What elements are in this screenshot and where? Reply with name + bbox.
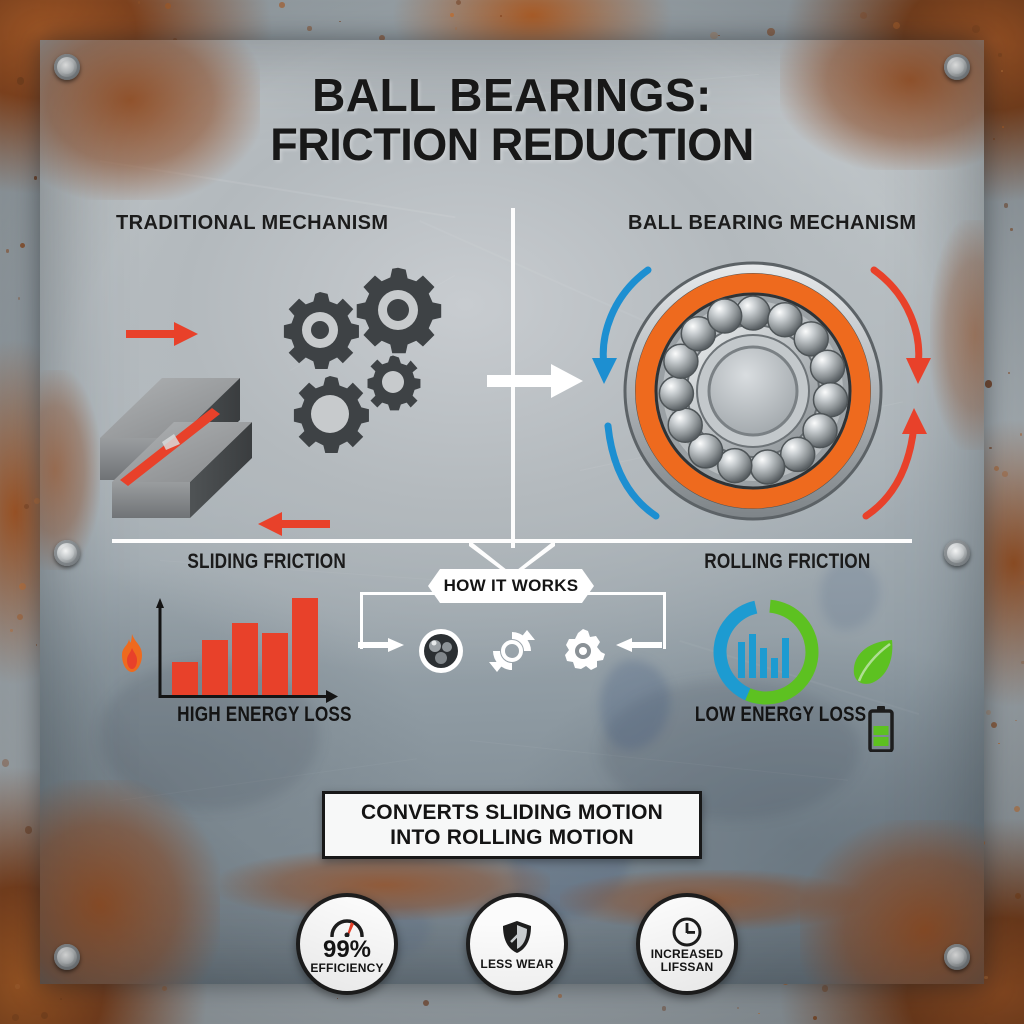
- badge-efficiency-label: EFFICIENCY: [310, 961, 384, 975]
- flame-icon: [122, 634, 142, 672]
- section-heading-ball-bearing: BALL BEARING MECHANISM: [628, 212, 917, 234]
- frame-screw-bottom-right: [944, 944, 970, 970]
- callout-line2: INTO ROLLING MOTION: [390, 826, 634, 849]
- label-low-energy-loss: LOW ENERGY LOSS: [694, 703, 867, 726]
- arrow-right-red-top: [126, 322, 198, 346]
- how-it-works-banner: HOW IT WORKS: [428, 569, 594, 603]
- gears-illustration: [283, 267, 442, 453]
- label-rolling-friction: ROLLING FRICTION: [704, 550, 871, 573]
- frame-screw-top-right: [944, 54, 970, 80]
- rotation-arrow-red: [862, 266, 931, 520]
- callout-box: CONVERTS SLIDING MOTION INTO ROLLING MOT…: [322, 791, 702, 859]
- label-sliding-friction: SLIDING FRICTION: [187, 550, 346, 573]
- section-heading-traditional: TRADITIONAL MECHANISM: [116, 212, 389, 234]
- how-it-works-label: HOW IT WORKS: [443, 576, 579, 595]
- rotation-icon: [489, 630, 535, 672]
- gear-icon: [565, 629, 605, 670]
- low-energy-loss-donut-chart: [713, 599, 819, 705]
- high-energy-loss-bar-chart: [156, 598, 338, 703]
- center-transition-arrow: [487, 364, 583, 398]
- rotation-arrow-blue: [592, 266, 660, 520]
- label-high-energy-loss: HIGH ENERGY LOSS: [177, 703, 352, 726]
- how-it-works-arrow-left: [358, 638, 404, 652]
- horizontal-divider: [112, 539, 912, 543]
- badge-lifespan-label-line1: INCREASED: [650, 946, 724, 961]
- frame-screw-top-left: [54, 54, 80, 80]
- callout-line1: CONVERTS SLIDING MOTION: [360, 801, 664, 824]
- frame-screw-middle-left: [54, 540, 80, 566]
- arrow-left-red-bottom: [258, 512, 330, 536]
- clock-icon: [672, 917, 702, 946]
- how-it-works-icon-row: [418, 626, 606, 676]
- battery-icon: [868, 706, 894, 752]
- badge-less-wear-label: LESS WEAR: [480, 956, 554, 971]
- leaf-icon: [853, 640, 893, 684]
- sliding-blocks-illustration: [100, 378, 252, 518]
- frame-screw-middle-right: [944, 540, 970, 566]
- shield-icon: [503, 920, 531, 953]
- badge-lifespan-label-line2: LIFSSAN: [660, 959, 714, 974]
- gauge-icon: [330, 919, 364, 937]
- badge-increased-lifespan: INCREASED LIFSSAN: [636, 893, 738, 995]
- ball-icon: [419, 629, 463, 673]
- badge-less-wear: LESS WEAR: [466, 893, 568, 995]
- how-it-works-arrow-right: [616, 638, 662, 652]
- page-title-line1: BALL BEARINGS:: [312, 69, 712, 121]
- frame-screw-bottom-left: [54, 944, 80, 970]
- badge-efficiency: 99% EFFICIENCY: [296, 893, 398, 995]
- page-title-line2: FRICTION REDUCTION: [270, 119, 754, 170]
- badge-efficiency-value: 99%: [322, 936, 372, 963]
- ball-bearing-illustration: [623, 261, 883, 521]
